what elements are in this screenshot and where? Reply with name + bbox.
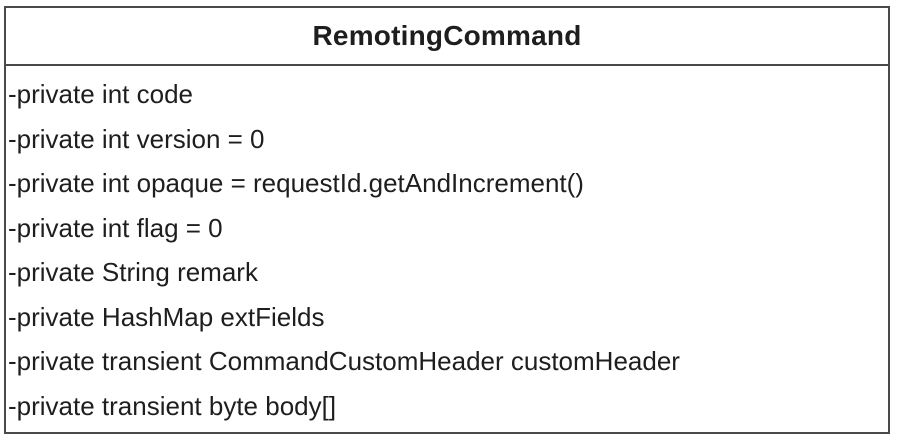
attribute-custom-header: -private transient CommandCustomHeader c… [8, 346, 680, 376]
class-header: RemotingCommand [6, 8, 888, 66]
attribute-flag: -private int flag = 0 [8, 212, 223, 243]
uml-class-box: RemotingCommand -private int code -priva… [4, 6, 890, 434]
class-name: RemotingCommand [312, 20, 582, 51]
attribute-ext-fields: -private HashMap extFields [8, 301, 325, 332]
attribute-list: -private int code -private int version =… [6, 66, 888, 428]
attribute-version: -private int version = 0 [8, 123, 265, 154]
attribute-body: -private transient byte body[] [8, 390, 337, 421]
attribute-remark: -private String remark [8, 257, 258, 287]
attribute-code: -private int code [8, 79, 193, 109]
attribute-opaque: -private int opaque = requestId.getAndIn… [8, 168, 584, 198]
